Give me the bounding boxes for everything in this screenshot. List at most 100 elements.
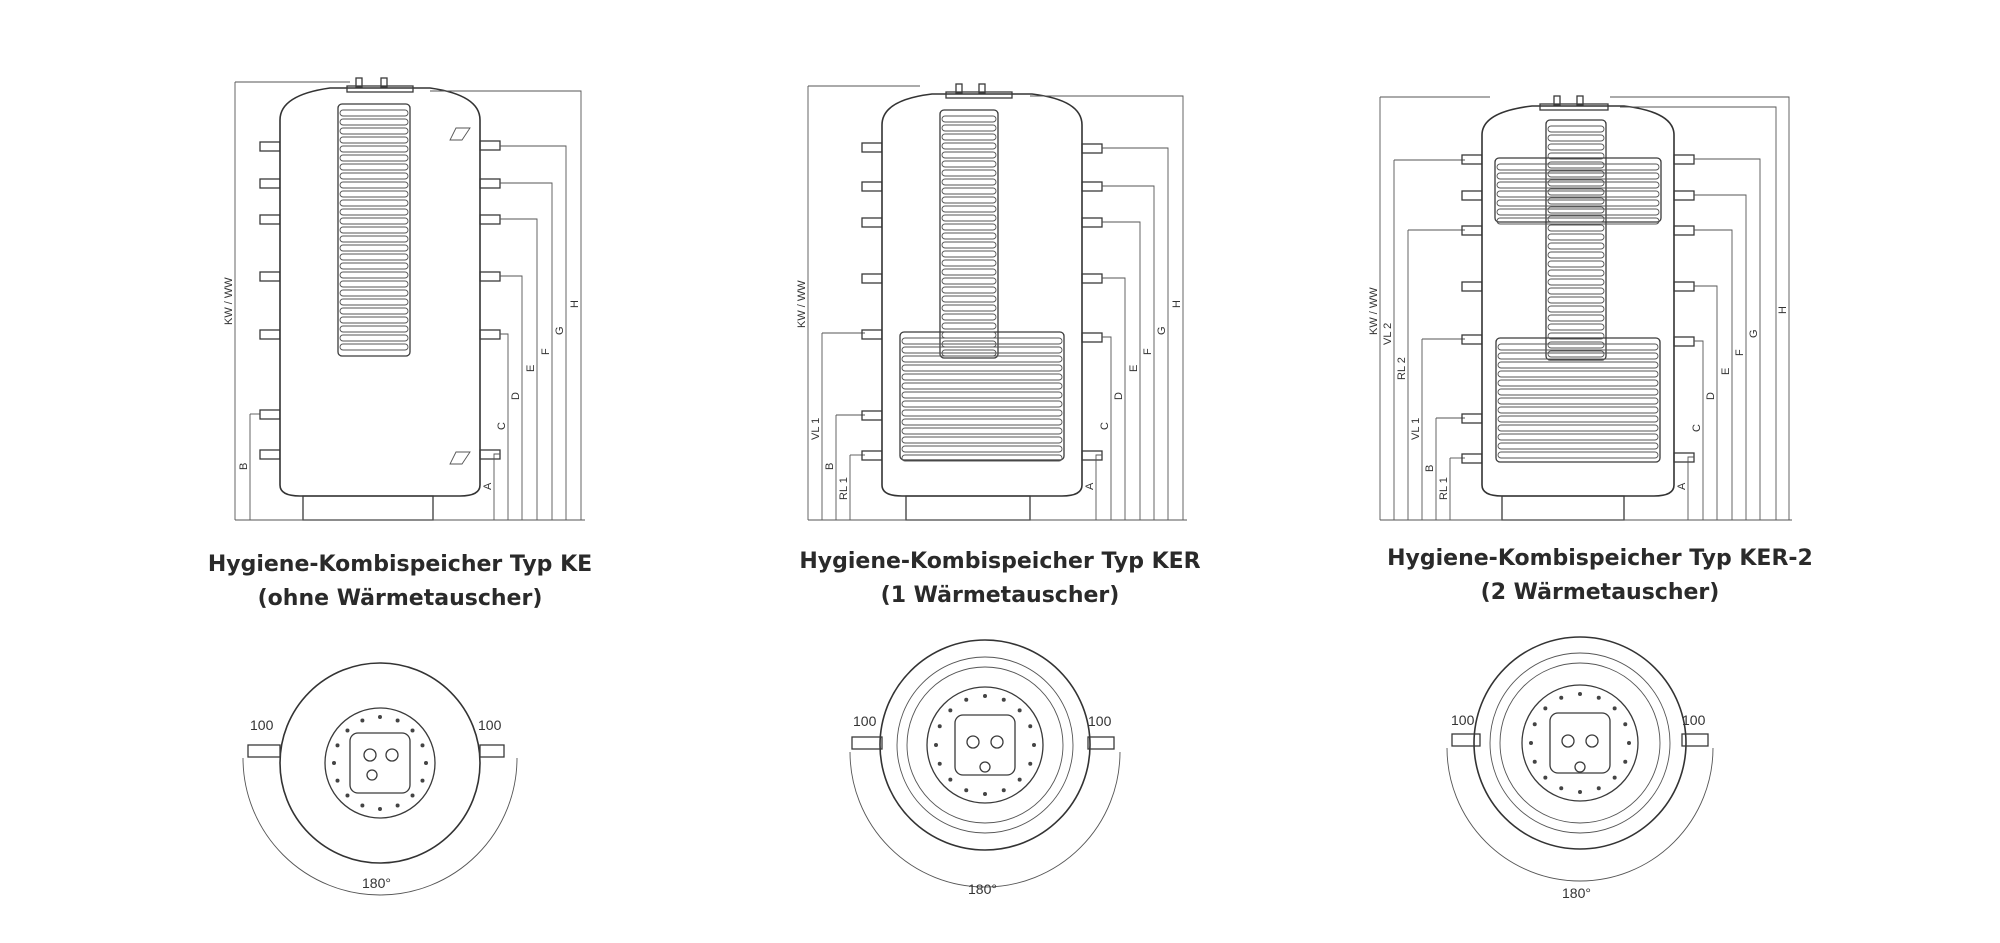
- flange-bolt: [1623, 722, 1628, 727]
- dim-label-c: C: [1099, 422, 1111, 430]
- title-ker-line1: Hygiene-Kombispeicher Typ KER: [799, 549, 1201, 574]
- dim-label-b: B: [824, 463, 836, 470]
- flange-bolt: [345, 793, 350, 798]
- coil-winding: [339, 145, 409, 153]
- coil-winding: [1547, 287, 1605, 295]
- coil-winding: [339, 235, 409, 243]
- side-view-ker: A C D E F G H KW / WW VL 1 B RL 1: [796, 83, 1187, 521]
- coil-winding: [1547, 143, 1605, 151]
- coil-winding: [941, 205, 997, 213]
- coil-winding: [901, 427, 1063, 435]
- coil-winding: [1496, 190, 1660, 198]
- coil-winding: [339, 280, 409, 288]
- coil-winding: [901, 436, 1063, 444]
- dim-label-f: F: [1142, 348, 1154, 355]
- coil-winding: [339, 208, 409, 216]
- coil-winding: [941, 178, 997, 186]
- coil-winding: [941, 241, 997, 249]
- coil-winding: [901, 400, 1063, 408]
- flange-bolt: [335, 778, 340, 783]
- flange-bolt: [378, 715, 382, 719]
- dim-label-vl1: VL 1: [810, 418, 822, 440]
- dim-label-f: F: [1734, 349, 1746, 356]
- dim-label-g: G: [1748, 329, 1760, 338]
- flange-bolt: [345, 728, 350, 733]
- panel-ke: A C D E F G H KW / WW B Hygiene-Kombispe…: [100, 0, 700, 943]
- coil-winding: [1497, 361, 1659, 369]
- flange-bolt: [1017, 777, 1022, 782]
- coil-winding: [1497, 352, 1659, 360]
- flange-bolt: [1559, 695, 1564, 700]
- coil-winding: [901, 337, 1063, 345]
- dim-100-right-ker-2: 100: [1682, 712, 1706, 728]
- coil-winding: [1547, 197, 1605, 205]
- dim-label-a: A: [1676, 482, 1688, 490]
- coil-winding: [941, 304, 997, 312]
- dim-100-left-ker: 100: [853, 713, 877, 729]
- coil-winding: [1547, 152, 1605, 160]
- flange-bolt: [1578, 790, 1582, 794]
- coil-winding: [941, 286, 997, 294]
- flange-bolt: [983, 694, 987, 698]
- flange-bolt: [1627, 741, 1631, 745]
- panel-ker: A C D E F G H KW / WW VL 1 B RL 1 Hygien…: [700, 0, 1300, 943]
- coil-winding: [901, 346, 1063, 354]
- dim-label-h: H: [569, 300, 581, 308]
- coil-winding: [941, 277, 997, 285]
- coil-winding: [1547, 341, 1605, 349]
- coil-winding: [941, 223, 997, 231]
- coil-winding: [901, 409, 1063, 417]
- coil-winding: [339, 298, 409, 306]
- flange-bolt: [395, 718, 400, 723]
- flange-bolt: [1543, 706, 1548, 711]
- coil-winding: [1496, 208, 1660, 216]
- flange-bolt: [937, 761, 942, 766]
- coil-winding: [1497, 406, 1659, 414]
- coil-winding: [1547, 323, 1605, 331]
- coil-winding: [1547, 215, 1605, 223]
- coil-winding: [1497, 442, 1659, 450]
- coil-winding: [1547, 350, 1605, 358]
- coil-winding: [941, 160, 997, 168]
- coil-winding: [941, 115, 997, 123]
- dim-100-left-ke: 100: [250, 717, 274, 733]
- title-ke-line1: Hygiene-Kombispeicher Typ KE: [207, 552, 593, 577]
- coil-winding: [941, 187, 997, 195]
- coil-winding: [941, 214, 997, 222]
- coil-winding: [339, 271, 409, 279]
- coil-winding: [941, 295, 997, 303]
- flange-bolt: [1001, 788, 1006, 793]
- dim-label-rl1: RL 1: [1438, 477, 1450, 500]
- coil-winding: [941, 196, 997, 204]
- coil-winding: [1547, 224, 1605, 232]
- title-ker-2-line2: (2 Wärmetauscher): [1480, 580, 1720, 605]
- side-view-ke: A C D E F G H KW / WW B: [223, 77, 585, 521]
- flange-bolt: [1028, 761, 1033, 766]
- coil-winding: [901, 382, 1063, 390]
- dim-label-h: H: [1171, 300, 1183, 308]
- flange-bolt: [424, 761, 428, 765]
- coil-winding: [1547, 179, 1605, 187]
- top-view-ker: 100 100 180°: [849, 639, 1121, 897]
- coil-winding: [941, 322, 997, 330]
- flange-bolt: [1612, 706, 1617, 711]
- flange-bolt: [1532, 722, 1537, 727]
- coil-winding: [1496, 181, 1660, 189]
- coil-winding: [339, 118, 409, 126]
- flange-bolt: [332, 761, 336, 765]
- angle-label-ker-2: 180°: [1562, 885, 1591, 901]
- flange-bolt: [1529, 741, 1533, 745]
- coil-winding: [1547, 296, 1605, 304]
- dim-100-left-ker-2: 100: [1451, 712, 1475, 728]
- coil-winding: [1497, 388, 1659, 396]
- coil-winding: [339, 253, 409, 261]
- coil-ke: [337, 103, 411, 357]
- flange-bolt: [395, 803, 400, 808]
- coil-winding: [339, 262, 409, 270]
- coil-winding: [339, 226, 409, 234]
- coil-winding: [941, 313, 997, 321]
- title-ker-2: Hygiene-Kombispeicher Typ KER-2 (2 Wärme…: [1300, 542, 1900, 610]
- angle-label-ker: 180°: [968, 881, 997, 897]
- coil-winding: [1547, 242, 1605, 250]
- title-ker: Hygiene-Kombispeicher Typ KER (1 Wärmeta…: [700, 545, 1300, 613]
